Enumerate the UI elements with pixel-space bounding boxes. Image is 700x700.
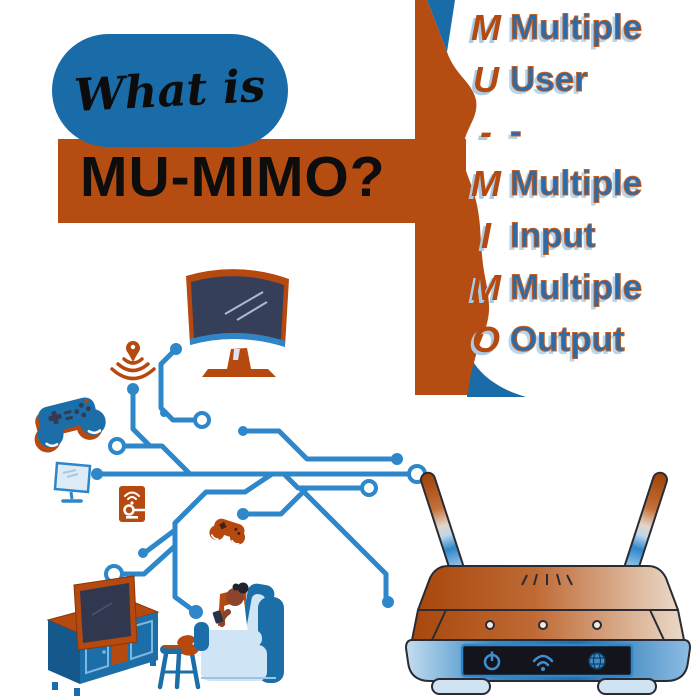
circuit-nodes <box>91 343 427 619</box>
acronym-row: U User <box>470 54 698 106</box>
desktop-monitor-icon <box>53 461 92 503</box>
acronym-letter: M <box>471 163 501 204</box>
title-banner: MU-MIMO? <box>58 139 466 223</box>
acronym-letter: - <box>480 111 492 152</box>
band-bottom-wedge <box>467 350 526 397</box>
acronym-row: M Multiple <box>470 262 698 314</box>
router-icon <box>404 471 692 695</box>
gaming-monitor-icon <box>186 269 289 377</box>
person-on-couch-icon <box>177 582 284 683</box>
router-vents <box>521 573 573 586</box>
wifi-signal-icon <box>110 341 156 381</box>
acronym-letter: U <box>473 59 499 100</box>
acronym-letter: M <box>471 267 501 308</box>
acronym-row: I Input <box>470 210 698 262</box>
acronym-word: Input <box>510 216 597 256</box>
what-is-text: What is <box>73 59 267 122</box>
acronym-list: M Multiple U User - - M Multiple I Input… <box>470 2 698 366</box>
acronym-row: O Output <box>470 314 698 366</box>
small-game-controller-icon <box>209 518 246 545</box>
side-band <box>415 0 526 397</box>
acronym-row: M Multiple <box>470 2 698 54</box>
wifi-icon <box>532 654 554 671</box>
tv-stand-icon <box>46 575 160 696</box>
acronym-letter: I <box>480 215 491 256</box>
acronym-word: Multiple <box>509 164 643 204</box>
what-is-badge: What is <box>52 34 288 147</box>
acronym-word: Multiple <box>509 268 643 308</box>
page-title: MU-MIMO? <box>80 145 386 209</box>
globe-icon <box>588 652 606 670</box>
band-wave <box>415 0 490 395</box>
power-icon <box>483 651 501 671</box>
acronym-letter: O <box>471 319 500 360</box>
smart-lock-icon <box>119 486 151 522</box>
acronym-word: Output <box>510 320 626 360</box>
game-controller-icon <box>34 397 106 453</box>
acronym-row: M Multiple <box>470 158 698 210</box>
acronym-word: User <box>510 60 589 100</box>
acronym-row: - - <box>470 106 698 158</box>
acronym-word: Multiple <box>509 8 643 48</box>
acronym-letter: M <box>471 7 501 48</box>
circuit-traces <box>94 346 413 614</box>
band-top-triangle <box>427 0 455 52</box>
acronym-word: - <box>510 112 523 152</box>
